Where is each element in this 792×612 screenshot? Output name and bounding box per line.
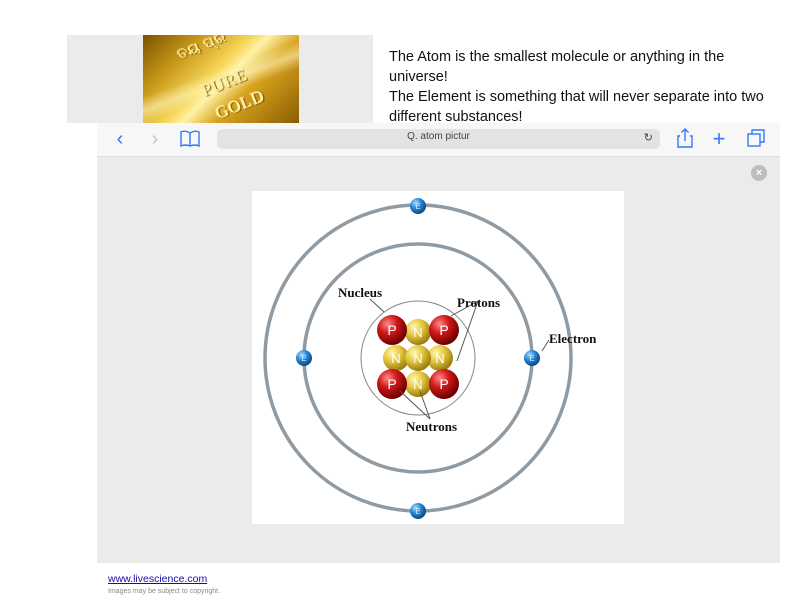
svg-text:N: N (413, 325, 422, 340)
label-leader-lines (369, 298, 550, 420)
electron-bottom: E (410, 503, 426, 519)
source-link[interactable]: www.livescience.com (108, 573, 208, 585)
description-text: The Atom is the smallest molecule or any… (389, 47, 769, 127)
tabs-icon[interactable] (745, 128, 767, 150)
gold-bar-image-frame: ତୟ ପ୍ର PURE GOLD (67, 35, 373, 123)
browser-toolbar: ‹ › Q. atom pictur ↻ + (97, 123, 780, 157)
book-icon[interactable] (179, 128, 201, 150)
address-bar[interactable]: Q. atom pictur ↻ (217, 129, 660, 149)
reload-icon[interactable]: ↻ (643, 132, 653, 144)
electron-right: E (524, 350, 540, 366)
chevron-left-icon[interactable]: ‹ (116, 128, 124, 150)
svg-text:E: E (415, 202, 420, 211)
label-neutrons: Neutrons (406, 419, 457, 434)
svg-text:N: N (435, 351, 444, 366)
neutron-top: N (405, 319, 431, 345)
gold-engraving-top: ତୟ ପ୍ର (175, 35, 229, 64)
atom-diagram-svg: E E E E N P (263, 198, 597, 519)
svg-text:N: N (391, 351, 400, 366)
share-icon[interactable] (675, 128, 695, 150)
svg-text:P: P (387, 322, 396, 338)
label-nucleus: Nucleus (338, 285, 382, 300)
copyright-notice: Images may be subject to copyright. (108, 588, 221, 595)
neutron-left: N (383, 345, 409, 371)
atom-definition: The Atom is the smallest molecule or any… (389, 49, 725, 85)
electron-left: E (296, 350, 312, 366)
svg-text:P: P (439, 376, 448, 392)
element-definition: The Element is something that will never… (389, 89, 764, 125)
label-protons: Protons (457, 295, 500, 310)
label-electron: Electron (549, 331, 597, 346)
nucleus-boundary (360, 300, 476, 416)
atom-diagram-image: E E E E N P (252, 191, 624, 524)
proton-bottom-right: P (429, 369, 459, 399)
plus-icon[interactable]: + (712, 126, 726, 151)
svg-text:N: N (413, 351, 422, 366)
svg-text:E: E (529, 354, 534, 363)
close-icon[interactable]: × (751, 165, 767, 181)
neutron-bottom: N (405, 371, 431, 397)
search-query-text: Q. atom pictur (407, 131, 470, 142)
proton-top-left: P (377, 315, 407, 345)
svg-text:P: P (439, 322, 448, 338)
proton-top-right: P (429, 315, 459, 345)
gold-bar-image: ତୟ ପ୍ର PURE GOLD (143, 35, 299, 123)
neutron-center: N (405, 345, 431, 371)
svg-text:P: P (387, 376, 396, 392)
browser-screenshot: ‹ › Q. atom pictur ↻ + × (97, 123, 780, 608)
electron-top: E (410, 198, 426, 214)
chevron-right-icon[interactable]: › (151, 128, 159, 150)
svg-text:E: E (301, 354, 306, 363)
image-footer: www.livescience.com Images may be subjec… (97, 563, 780, 608)
svg-text:N: N (413, 377, 422, 392)
neutron-right: N (427, 345, 453, 371)
proton-bottom-left: P (377, 369, 407, 399)
svg-text:E: E (415, 507, 420, 516)
